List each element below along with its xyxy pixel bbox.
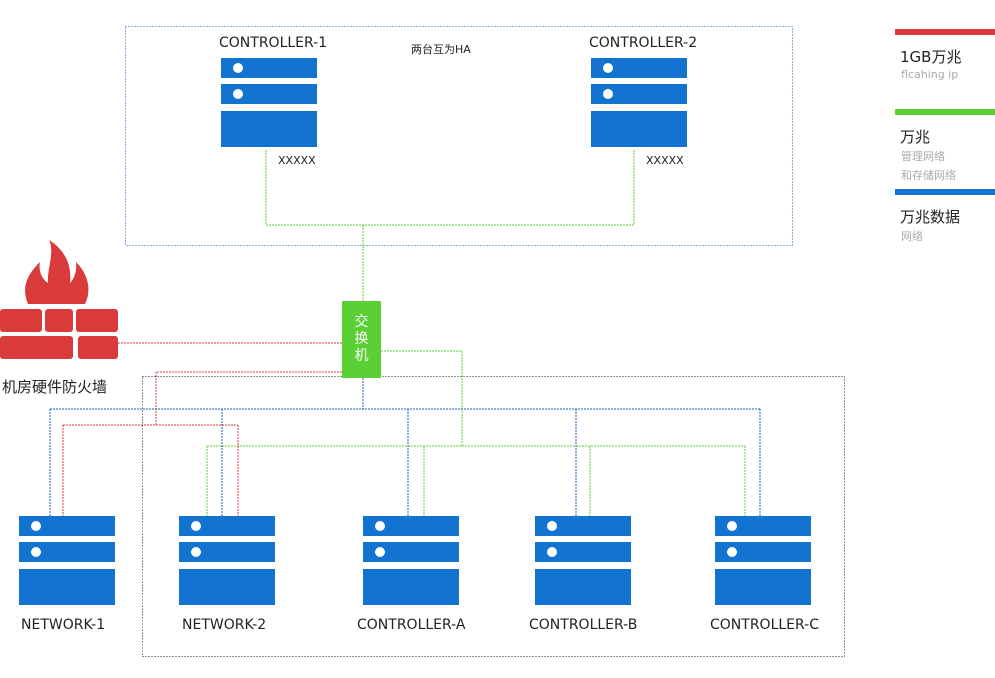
network-2-server-icon[interactable] — [179, 516, 275, 605]
network-1-label: NETWORK-1 — [21, 617, 106, 633]
network-1-server-icon[interactable] — [19, 516, 115, 605]
controller-b-server-icon[interactable] — [535, 516, 631, 605]
legend-title-2: 万兆 — [900, 128, 931, 146]
red-links — [62, 342, 342, 516]
legend-title-3: 万兆数据 — [900, 208, 961, 226]
controller-1-label: CONTROLLER-1 — [219, 35, 328, 51]
green-links — [206, 150, 746, 516]
firewall-label: 机房硬件防火墙 — [2, 378, 108, 396]
controller-1-server-icon[interactable] — [221, 58, 317, 147]
ha-group-border — [125, 26, 793, 246]
switch-label: 交 换 机 — [354, 314, 369, 364]
controller-1-ip-label: XXXXX — [278, 154, 316, 167]
controller-a-server-icon[interactable] — [363, 516, 459, 605]
compute-group-border — [142, 376, 845, 657]
controller-a-label: CONTROLLER-A — [357, 617, 466, 633]
legend-title-1: 1GB万兆 — [900, 48, 962, 66]
legend-sub-3: 网络 — [901, 230, 923, 243]
legend-sub-1: flcahing ip — [901, 68, 959, 81]
firewall-icon — [0, 240, 118, 359]
controller-b-label: CONTROLLER-B — [529, 617, 638, 633]
legend-sub-2b: 和存储网络 — [901, 169, 956, 182]
controller-2-label: CONTROLLER-2 — [589, 35, 698, 51]
controller-c-server-icon[interactable] — [715, 516, 811, 605]
controller-c-label: CONTROLLER-C — [710, 617, 819, 633]
blue-links — [49, 378, 761, 516]
legend-bar-red — [895, 29, 995, 35]
controller-2-ip-label: XXXXX — [646, 154, 684, 167]
legend-sub-2a: 管理网络 — [901, 150, 945, 163]
controller-2-server-icon[interactable] — [591, 58, 687, 147]
legend-bar-blue — [895, 189, 995, 195]
legend-bar-green — [895, 109, 995, 115]
ha-note: 两台互为HA — [411, 43, 471, 56]
switch[interactable]: 交 换 机 — [342, 301, 381, 378]
network-2-label: NETWORK-2 — [182, 617, 267, 633]
